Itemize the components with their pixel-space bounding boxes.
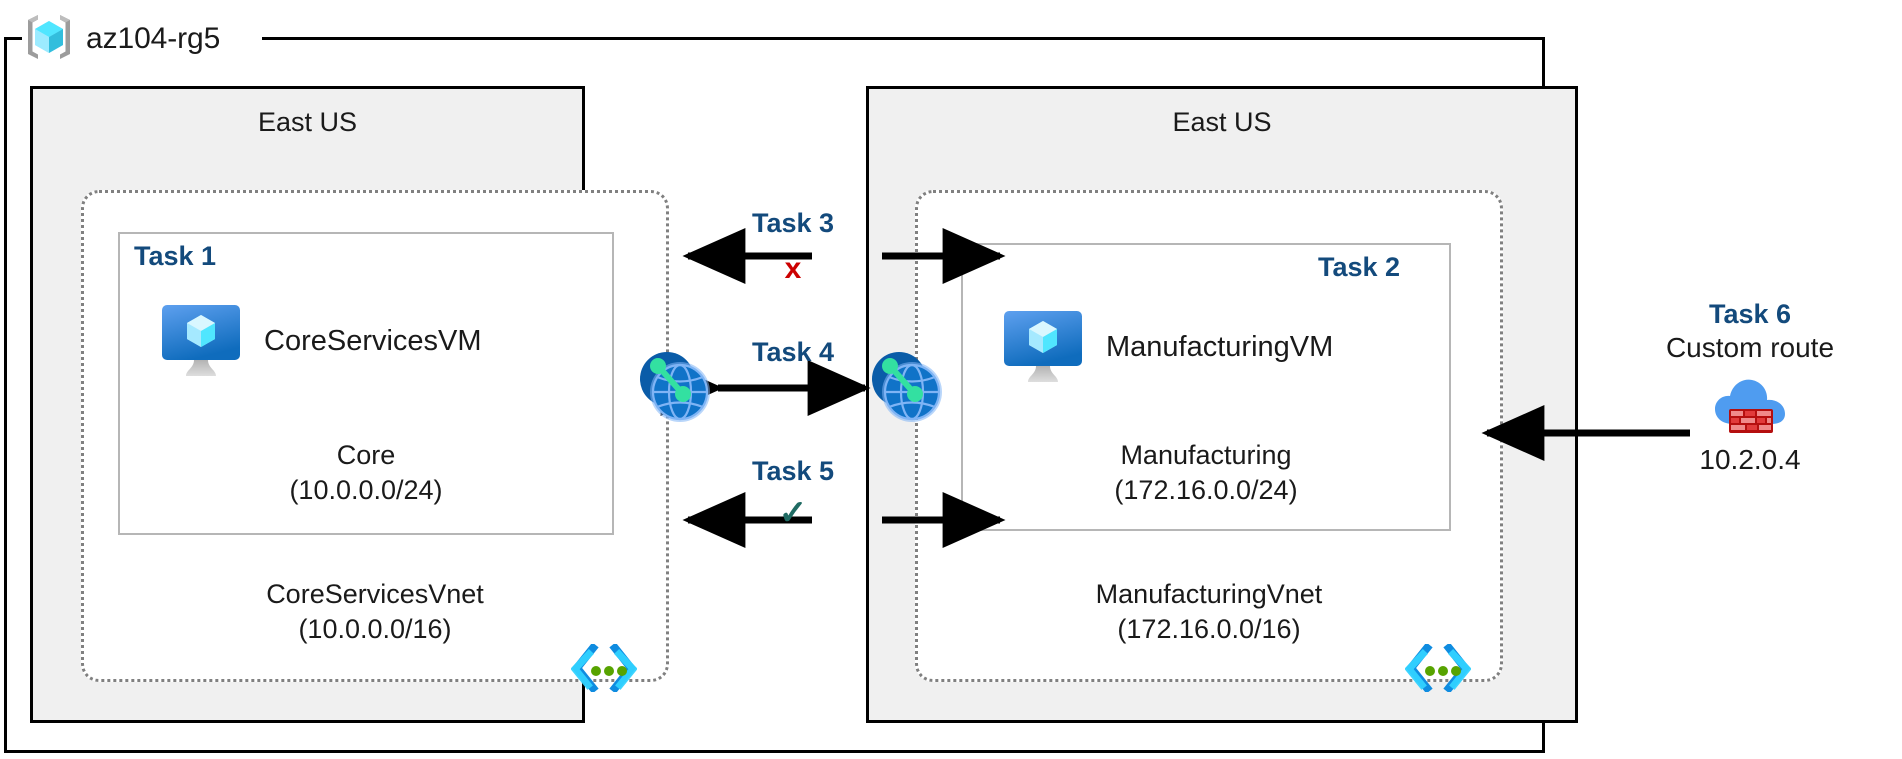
vnet-peering-icon	[634, 346, 716, 428]
connection-status-allowed-icon: ✓	[778, 494, 808, 532]
vnet-cidr-manufacturing: (172.16.0.0/16)	[1117, 613, 1301, 644]
connection-status-blocked-icon: x	[784, 252, 802, 285]
vm-name-core-services: CoreServicesVM	[264, 324, 482, 357]
task-tag-6: Task 6	[1708, 299, 1792, 329]
vnet-icon	[570, 642, 638, 694]
subnet-caption-core: Core (10.0.0.0/24)	[118, 438, 614, 507]
task-tag-2: Task 2	[1318, 252, 1401, 282]
resource-group-title: az104-rg5	[22, 10, 220, 68]
custom-route-next-hop-ip: 10.2.0.4	[1699, 443, 1801, 475]
custom-route-description: Custom route	[1665, 331, 1835, 363]
custom-route-block: Task 6 Custom route	[1620, 299, 1880, 476]
connection-label-task4: Task 4	[751, 337, 835, 367]
vnet-caption-core: CoreServicesVnet (10.0.0.0/16)	[81, 577, 669, 646]
connection-label-task5: Task 5	[751, 456, 835, 486]
subnet-caption-manufacturing: Manufacturing (172.16.0.0/24)	[961, 438, 1451, 507]
vnet-caption-manufacturing: ManufacturingVnet (172.16.0.0/16)	[915, 577, 1503, 646]
region-title-right: East US	[1172, 107, 1272, 137]
region-title-left: East US	[257, 107, 358, 137]
vnet-name-core: CoreServicesVnet	[266, 579, 484, 609]
vnet-name-manufacturing: ManufacturingVnet	[1095, 579, 1323, 609]
vm-manufacturing: ManufacturingVM	[1000, 304, 1333, 390]
vnet-icon	[1404, 642, 1472, 694]
vm-name-manufacturing: ManufacturingVM	[1106, 330, 1334, 363]
subnet-cidr-manufacturing: (172.16.0.0/24)	[1114, 474, 1298, 505]
resource-group-cube-icon	[22, 10, 76, 69]
resource-group-label: az104-rg5	[86, 22, 221, 55]
vnet-cidr-core: (10.0.0.0/16)	[298, 613, 452, 644]
vnet-peering-icon	[866, 346, 948, 428]
virtual-machine-icon	[1000, 304, 1086, 390]
virtual-machine-icon	[158, 298, 244, 384]
connection-label-task3: Task 3	[751, 208, 835, 238]
subnet-box-core	[118, 232, 614, 535]
vm-core-services: CoreServicesVM	[158, 298, 482, 384]
azure-firewall-icon	[1711, 372, 1789, 438]
subnet-cidr-core: (10.0.0.0/24)	[289, 474, 443, 505]
task-tag-1: Task 1	[134, 241, 217, 271]
subnet-box-manufacturing	[961, 243, 1451, 531]
subnet-name-manufacturing: Manufacturing	[1120, 440, 1292, 470]
subnet-name-core: Core	[336, 440, 396, 470]
